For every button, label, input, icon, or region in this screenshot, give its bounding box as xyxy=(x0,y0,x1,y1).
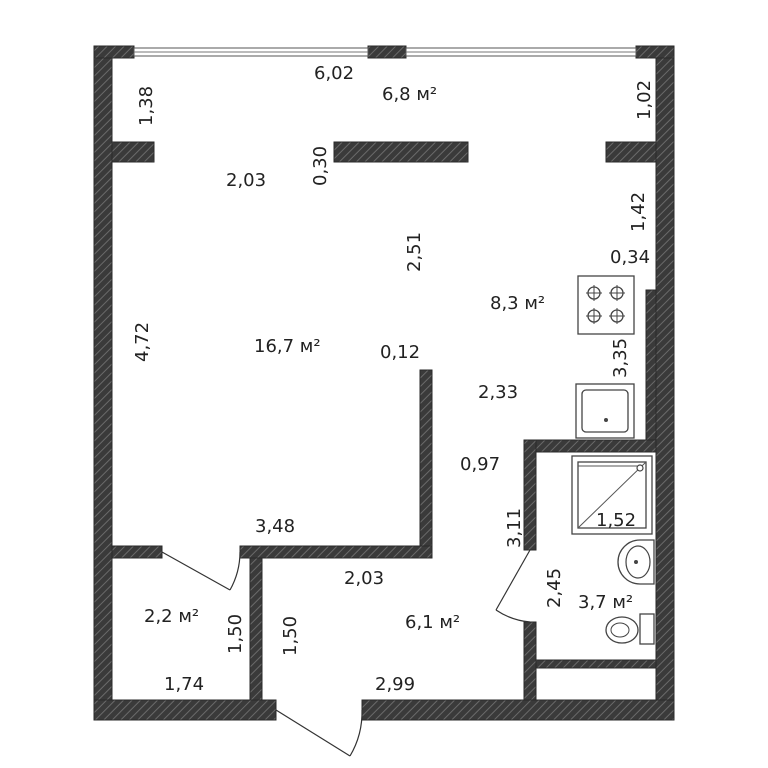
living-room-area-label: 16,7 м² xyxy=(254,336,321,357)
dim-closet-width: 1,74 xyxy=(164,674,204,695)
kitchen-niche-wall xyxy=(645,289,657,441)
entrance-door xyxy=(275,709,351,757)
dim-hall-passage: 0,97 xyxy=(460,454,500,475)
shower-icon xyxy=(571,455,653,535)
closet-partition xyxy=(249,557,263,701)
dim-living-opening: 2,03 xyxy=(226,170,266,191)
dim-hall-width-top: 2,03 xyxy=(344,568,384,589)
dim-kitchen-height: 2,51 xyxy=(404,232,425,272)
outer-walls xyxy=(93,45,675,721)
dim-hall-left-height: 1,50 xyxy=(280,616,301,656)
wall-right xyxy=(655,45,675,721)
bathroom-area-label: 3,7 м² xyxy=(578,592,633,613)
stove-icon xyxy=(577,275,635,335)
dim-kitchen-niche: 0,34 xyxy=(610,247,650,268)
wall-top-left xyxy=(93,45,135,59)
kitchen-sink-icon xyxy=(575,383,635,439)
dim-kitchen-right-height: 3,35 xyxy=(610,338,631,378)
balcony-wall-left xyxy=(111,141,155,163)
closet-door xyxy=(161,551,231,591)
kitchen-area-label: 8,3 м² xyxy=(490,293,545,314)
wall-bottom-left xyxy=(93,699,277,721)
wall-bottom-right xyxy=(361,699,675,721)
dim-balcony-right-depth: 1,02 xyxy=(634,80,655,120)
dim-partition: 0,12 xyxy=(380,342,420,363)
wall-left xyxy=(93,45,113,721)
dim-kitchen-width: 2,33 xyxy=(478,382,518,403)
dim-closet-height: 1,50 xyxy=(225,614,246,654)
bath-left-wall-lower xyxy=(523,621,537,701)
bath-top-wall xyxy=(523,439,657,453)
toilet-icon xyxy=(605,613,655,645)
dim-bath-height: 2,45 xyxy=(544,568,565,608)
dim-hall-width-bottom: 2,99 xyxy=(375,674,415,695)
living-bottom-wall-left xyxy=(111,545,163,559)
bath-left-wall-upper xyxy=(523,439,537,551)
dim-balcony-width: 6,02 xyxy=(314,63,354,84)
living-partition xyxy=(419,369,433,559)
dim-bath-wall-height: 3,11 xyxy=(504,508,525,548)
closet-area-label: 2,2 м² xyxy=(144,606,199,627)
bathroom-door xyxy=(495,549,531,611)
dim-bath-shower-width: 1,52 xyxy=(596,510,636,531)
wall-top-right xyxy=(635,45,675,59)
living-bottom-wall-right xyxy=(239,545,433,559)
inner-walls xyxy=(111,141,657,701)
balcony-wall-mid xyxy=(333,141,469,163)
balcony-wall-right xyxy=(605,141,657,163)
dim-wall-thickness: 0,30 xyxy=(310,146,331,186)
washbasin-icon xyxy=(617,539,655,585)
balcony-window xyxy=(133,47,637,57)
dim-living-height: 4,72 xyxy=(132,322,153,362)
dim-living-width-bottom: 3,48 xyxy=(255,516,295,537)
balcony-area-label: 6,8 м² xyxy=(382,84,437,105)
wall-top-mid xyxy=(367,45,407,59)
hallway-area-label: 6,1 м² xyxy=(405,612,460,633)
bath-bottom-wall xyxy=(535,659,657,669)
dim-balcony-left-depth: 1,38 xyxy=(136,86,157,126)
doors xyxy=(161,549,531,757)
dim-kitchen-top-right: 1,42 xyxy=(628,192,649,232)
